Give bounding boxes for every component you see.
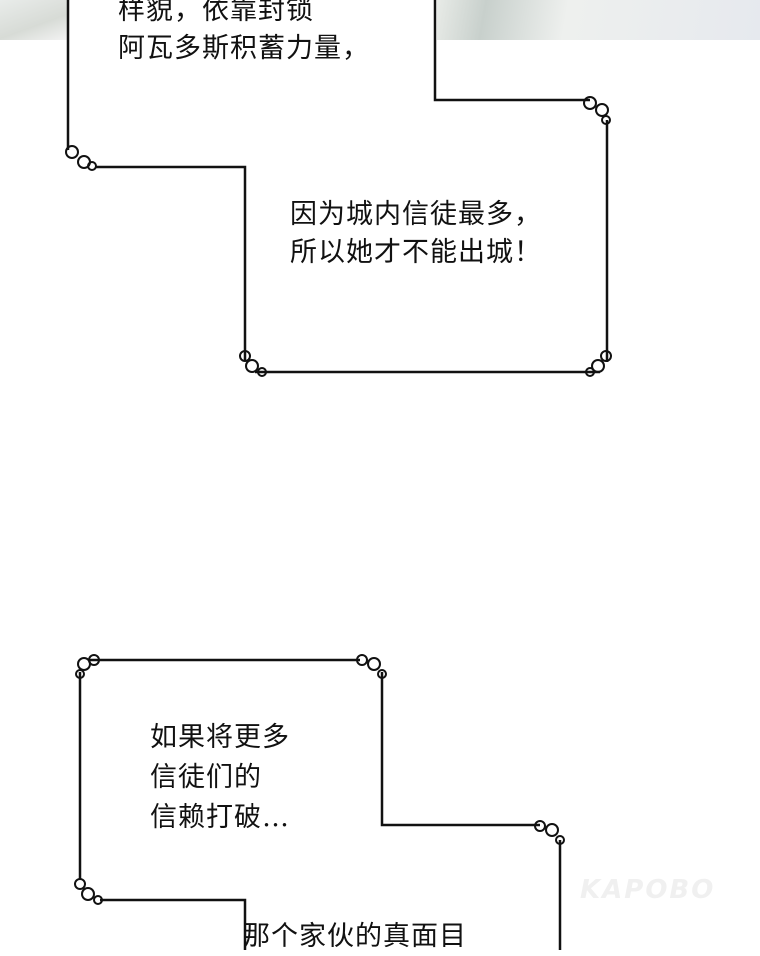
box2-border — [78, 658, 562, 950]
box1-border — [66, 0, 609, 374]
ornament-icon — [585, 350, 612, 377]
ornament-icon — [534, 820, 565, 845]
box1-text: 样貌，依靠封锁 阿瓦多斯积蓄力量， — [118, 0, 370, 68]
text-line: 因为城内信徒最多， — [290, 199, 542, 230]
text-line: 信徒们的 — [150, 762, 262, 793]
text-line: 所以她才不能出城！ — [290, 237, 542, 268]
ornament-icon — [65, 145, 97, 171]
background-art-left — [0, 0, 68, 40]
ornament-icon — [74, 878, 103, 905]
ornament-icon — [583, 96, 611, 125]
watermark: KAPOBO — [580, 875, 716, 905]
text-line: 如果将更多 — [150, 722, 290, 753]
box3-text: 如果将更多 信徒们的 信赖打破… — [150, 718, 290, 838]
ornament-icon — [239, 350, 267, 377]
text-line: 样貌，依靠封锁 — [118, 0, 314, 26]
box2-text: 因为城内信徒最多， 所以她才不能出城！ — [290, 196, 542, 272]
text-line: 阿瓦多斯积蓄力量， — [118, 33, 370, 64]
box4-text: 那个家伙的真面目 — [243, 918, 467, 956]
text-line: 信赖打破… — [150, 802, 290, 833]
text-line: 那个家伙的真面目 — [243, 921, 467, 952]
ornament-icon — [356, 654, 387, 679]
ornament-icon — [75, 654, 100, 679]
background-art-right — [437, 0, 760, 40]
